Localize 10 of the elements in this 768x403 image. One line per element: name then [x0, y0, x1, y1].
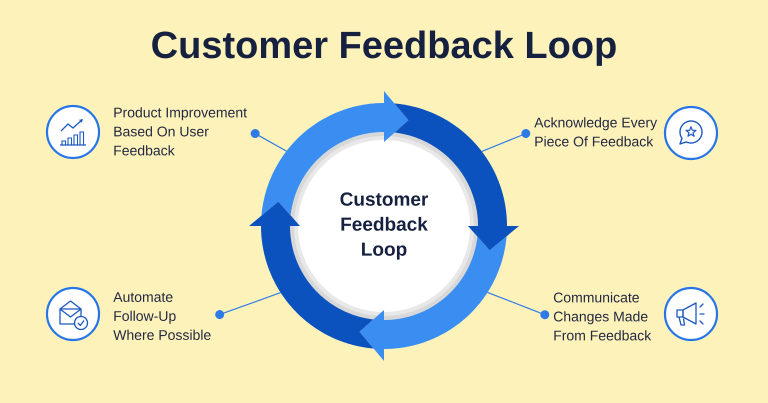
leader-line [215, 292, 281, 320]
title: Customer Feedback Loop [152, 30, 616, 66]
cycle-segment [360, 236, 507, 361]
step-label: Communicate Changes Made From Feedback [554, 292, 652, 340]
step-label: Acknowledge Every Piece Of Feedback [534, 117, 658, 146]
leader-line [487, 292, 550, 320]
step-label: Product Improvement Based On User Feedback [114, 107, 247, 156]
leader-line [482, 129, 530, 152]
leader-line [250, 129, 287, 152]
step-label: Automate Follow-Up Where Possible [113, 292, 211, 340]
